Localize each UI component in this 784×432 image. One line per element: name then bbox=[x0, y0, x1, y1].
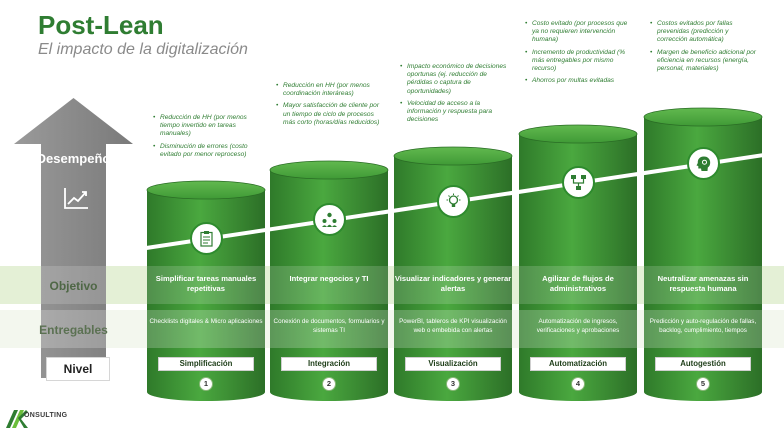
page-subtitle: El impacto de la digitalización bbox=[38, 41, 248, 58]
stage-level-label: Integración bbox=[281, 357, 377, 371]
stage-cylinder-top bbox=[643, 107, 763, 127]
objective-row-overlay bbox=[0, 266, 784, 304]
stage-cylinder-top bbox=[146, 180, 266, 200]
stage-number: 4 bbox=[571, 377, 585, 391]
stage-deliverables: Conexión de documentos, formularios y si… bbox=[273, 318, 385, 334]
stage-number: 3 bbox=[446, 377, 460, 391]
stage-deliverables: Automatización de ingresos, verificacion… bbox=[536, 318, 620, 334]
stage-objective: Neutralizar amenazas sin respuesta human… bbox=[657, 274, 749, 293]
benefit-item: Costos evitados por fallas prevenidas (p… bbox=[650, 20, 758, 45]
stage-level-label: Visualización bbox=[405, 357, 501, 371]
benefit-item: Velocidad de acceso a la información y r… bbox=[400, 100, 508, 125]
level-row-label: Nivel bbox=[46, 357, 110, 381]
stage-objective: Integrar negocios y TI bbox=[289, 274, 369, 283]
deliverables-row-label: Entregables bbox=[14, 323, 133, 337]
stage-deliverables: Checklists digitales & Micro aplicacione… bbox=[149, 318, 263, 325]
stage-level-label: Simplificación bbox=[158, 357, 254, 371]
stage-benefits-list: Reducción de HH (por menos tiempo invert… bbox=[153, 114, 261, 163]
logo-text: ONSULTING bbox=[24, 412, 68, 419]
stage-cylinder-top bbox=[393, 146, 513, 166]
stage-benefits-list: Reducción en HH (por menos coordinación … bbox=[276, 82, 384, 131]
clipboard-checklist-icon bbox=[189, 222, 223, 255]
benefit-item: Incremento de productividad (% más entre… bbox=[525, 49, 633, 74]
stage-benefits-list: Costos evitados por fallas prevenidas (p… bbox=[650, 20, 758, 77]
stage-cylinder-top bbox=[518, 124, 638, 144]
stage-benefits-list: Impacto económico de decisiones oportuna… bbox=[400, 63, 508, 128]
benefit-item: Reducción de HH (por menos tiempo invert… bbox=[153, 114, 261, 139]
page-title: Post-Lean bbox=[38, 10, 164, 40]
stage-objective: Visualizar indicadores y generar alertas bbox=[394, 274, 512, 293]
deliverables-row-overlay bbox=[0, 310, 784, 348]
stage-number: 5 bbox=[696, 377, 710, 391]
stage-number: 1 bbox=[199, 377, 213, 391]
stage-cylinder-body bbox=[394, 156, 512, 401]
performance-arrow bbox=[14, 98, 133, 378]
performance-label: Desempeño bbox=[36, 151, 111, 166]
stage-cylinder-body bbox=[644, 117, 762, 401]
stage-objective: Simplificar tareas manuales repetitivas bbox=[155, 274, 257, 293]
benefit-item: Mayor satisfacción de cliente por un tie… bbox=[276, 102, 384, 127]
benefit-item: Costo evitado (por procesos que ya no re… bbox=[525, 20, 633, 45]
automation-flow-icon bbox=[561, 166, 595, 199]
stage-level-label: Automatización bbox=[530, 357, 626, 371]
trend-chart-icon bbox=[64, 188, 88, 209]
benefit-item: Margen de beneficio adicional por eficie… bbox=[650, 49, 758, 74]
stage-cylinder-top bbox=[269, 160, 389, 180]
team-network-icon bbox=[312, 203, 346, 237]
stage-cylinder-body bbox=[519, 134, 637, 401]
benefit-item: Reducción en HH (por menos coordinación … bbox=[276, 82, 384, 98]
stage-level-label: Autogestión bbox=[655, 357, 751, 371]
stage-deliverables: PowerBI, tableros de KPI visualización w… bbox=[399, 318, 507, 334]
stage-number: 2 bbox=[322, 377, 336, 391]
stage-benefits-list: Costo evitado (por procesos que ya no re… bbox=[525, 20, 633, 89]
benefit-item: Impacto económico de decisiones oportuna… bbox=[400, 63, 508, 96]
benefit-item: Disminución de errores (costo evitado po… bbox=[153, 143, 261, 159]
benefit-item: Ahorros por multas evitadas bbox=[525, 77, 633, 85]
lightbulb-icon bbox=[436, 184, 470, 218]
stage-cylinder-body bbox=[270, 170, 388, 401]
stage-objective: Agilizar de flujos de administrativos bbox=[542, 274, 614, 293]
stage-deliverables: Predicción y auto-regulación de fallas, … bbox=[649, 318, 757, 334]
ai-brain-head-icon bbox=[686, 147, 720, 181]
company-logo bbox=[6, 410, 28, 428]
objective-row-label: Objetivo bbox=[14, 279, 133, 293]
